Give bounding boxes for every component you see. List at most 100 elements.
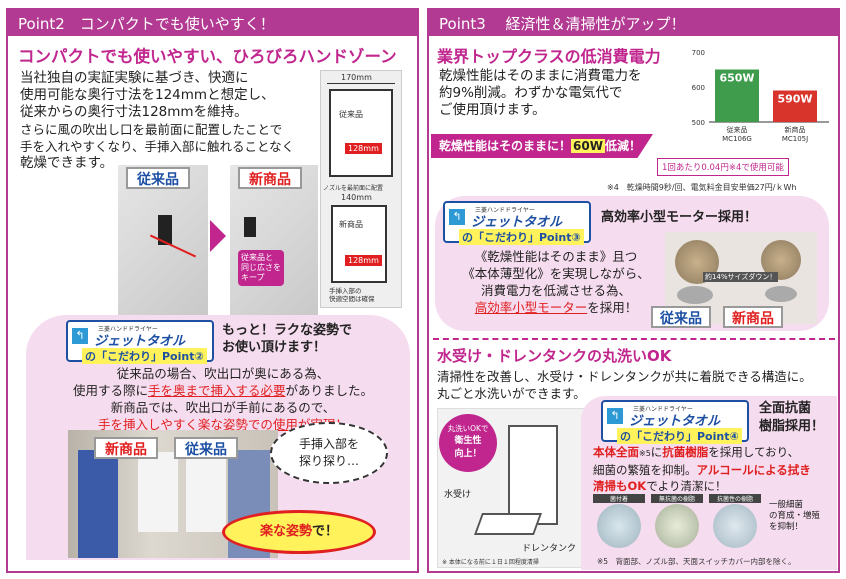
dryer-unit bbox=[138, 452, 178, 532]
wash-title: 水受け・ドレンタンクの丸洗いOK bbox=[437, 347, 672, 365]
point3-panel: Point3 経済性＆清掃性がアップ！ 業界トップクラスの低消費電力 乾燥性能は… bbox=[427, 8, 840, 573]
petri-dish-image bbox=[655, 504, 699, 548]
point3-header: Point3 経済性＆清掃性がアップ！ bbox=[429, 10, 838, 36]
old-product-photo bbox=[118, 165, 208, 315]
posture-burst: 楽な姿勢で！ bbox=[222, 510, 376, 554]
new-product-label: 新商品 bbox=[238, 167, 302, 189]
antibacterial-body: 本体全面※5に抗菌樹脂を採用しており、 細菌の繁殖を抑制。アルコールによる拭き … bbox=[593, 445, 811, 493]
dryer-unit bbox=[186, 452, 226, 532]
body-line: さらに風の吹出し口を最前面に配置したことで bbox=[20, 122, 283, 137]
footnote-5: ※5 背面部、ノズル部、天面スイッチカバー内部を除く。 bbox=[597, 557, 796, 566]
dimension-diagram: 170mm 従来品 128mm ノズルを最前面に配置 140mm 新商品 128… bbox=[320, 70, 402, 308]
water-tray bbox=[473, 513, 543, 535]
depth-new-tag: 128mm bbox=[345, 255, 382, 266]
wash-caption: ※ 本体になる前に１日１回程度清掃 bbox=[442, 559, 539, 566]
wash-part2-label: ドレンタンク bbox=[522, 544, 577, 554]
bar-value-label: 650W bbox=[719, 72, 754, 85]
space-note: 手挿入部の 快適空間は確保 bbox=[329, 287, 375, 303]
wash-body: 清掃性を改善し、水受け・ドレンタンクが共に着脱できる構造に。 丸ごと水洗いができ… bbox=[437, 369, 812, 401]
same-width-note: 従来品と 同じ広さを キープ bbox=[238, 250, 284, 286]
new-unit-box bbox=[331, 205, 387, 283]
old-unit-box bbox=[329, 89, 393, 177]
petri-dish-image bbox=[713, 504, 757, 548]
size-down-note: 約14%サイズダウン！ bbox=[703, 272, 779, 282]
brand-icon: ↰ bbox=[72, 328, 88, 344]
usage-photo bbox=[68, 430, 278, 558]
person-figure bbox=[78, 450, 118, 558]
body-line: 乾燥できます。 bbox=[20, 155, 114, 171]
new-product-photo bbox=[230, 165, 318, 315]
section-divider bbox=[433, 338, 835, 340]
posture-body: 従来品の場合、吹出口が奥にある為、 使用する際に手を奥まで挿入する必要がありまし… bbox=[72, 366, 374, 432]
air-outlet bbox=[158, 215, 172, 245]
bar bbox=[715, 69, 759, 122]
point2-header: Point2 コンパクトでも使いやすく！ bbox=[8, 10, 417, 36]
dish-label: 無抗菌の樹脂 bbox=[651, 494, 703, 503]
body-line: 手を入れやすくなり、手挿入部に触れることなく bbox=[20, 139, 295, 154]
body-line: 使用可能な奥行寸法を124mmと想定し、 bbox=[20, 87, 275, 103]
petri-dish-row: 菌付着 無抗菌の樹脂 抗菌性の樹脂 bbox=[593, 494, 763, 554]
badge-brand: ジェットタオル bbox=[94, 334, 186, 349]
motor-old-label: 従来品 bbox=[651, 306, 711, 328]
width-top-label: 170mm bbox=[341, 73, 372, 82]
y-tick-label: 500 bbox=[692, 119, 705, 127]
point2-title: コンパクトでも使いやすい、ひろびろハンドゾーン bbox=[18, 47, 397, 66]
motor-photo: 約14%サイズダウン！ bbox=[665, 232, 817, 324]
old-unit-label: 従来品 bbox=[339, 110, 363, 119]
badge-point: の「こだわり」Point③ bbox=[459, 229, 584, 245]
photo-old-label: 従来品 bbox=[174, 437, 238, 459]
new-unit-label: 新商品 bbox=[339, 220, 363, 229]
y-tick-label: 700 bbox=[692, 49, 705, 57]
motor-old-image bbox=[677, 286, 713, 304]
depth-old-tag: 128mm bbox=[345, 143, 382, 154]
dish-note: 一般細菌 の育成・増殖 を抑制！ bbox=[769, 500, 821, 532]
brand-icon: ↰ bbox=[607, 408, 623, 424]
width-top-arrow bbox=[327, 83, 395, 84]
motor-body: 《乾燥性能はそのまま》且つ 《本体薄型化》を実現しながら、 消費電力を低減させる… bbox=[462, 249, 650, 315]
antibacterial-title: 全面抗菌 樹脂採用！ bbox=[759, 401, 825, 434]
dish-label: 抗菌性の樹脂 bbox=[709, 494, 761, 503]
motor-new-image bbox=[765, 286, 797, 302]
category-label: 従来品 bbox=[727, 125, 748, 134]
category-label: 新商品 bbox=[785, 125, 806, 134]
wash-part1-label: 水受け bbox=[444, 490, 472, 500]
jet-towel-badge-3: ↰ 三菱ハンドドライヤー ジェットタオル の「こだわり」Point③ bbox=[443, 201, 591, 245]
bar-value-label: 590W bbox=[777, 93, 812, 106]
thought-bubble: 手挿入部を 探り探り… bbox=[270, 422, 388, 484]
badge-brand: ジェットタオル bbox=[471, 215, 563, 230]
width-bottom-label: 140mm bbox=[341, 193, 372, 202]
category-label: MC105J bbox=[782, 135, 808, 143]
dryer-outline bbox=[508, 425, 558, 525]
category-label: MC106G bbox=[722, 135, 752, 143]
point2-body: 当社独自の実証実験に基づき、快適に 使用可能な奥行寸法を124mmと想定し、 従… bbox=[20, 70, 325, 172]
cost-note: 1回あたり0.04円※4で使用可能 bbox=[657, 158, 789, 176]
transition-arrow bbox=[210, 220, 226, 252]
body-line: 従来からの奥行寸法128mmを維持。 bbox=[20, 104, 248, 120]
point3-body: 乾燥性能はそのままに消費電力を 約9%削減。わずかな電気代で ご使用頂けます。 bbox=[439, 68, 642, 118]
badge-maker: 三菱ハンドドライヤー bbox=[633, 406, 693, 413]
dish-label: 菌付着 bbox=[593, 494, 645, 503]
wash-bubble: 丸洗いOKで 衛生性 向上！ bbox=[439, 414, 497, 472]
jet-towel-badge-4: ↰ 三菱ハンドドライヤー ジェットタオル の「こだわり」Point④ bbox=[601, 400, 749, 444]
bar bbox=[773, 90, 817, 122]
brand-icon: ↰ bbox=[449, 209, 465, 225]
photo-new-label: 新商品 bbox=[94, 437, 158, 459]
old-product-label: 従来品 bbox=[126, 167, 190, 189]
arrow-icon bbox=[149, 234, 197, 258]
badge-point: の「こだわり」Point② bbox=[82, 348, 207, 364]
jet-towel-badge-2: ↰ 三菱ハンドドライヤー ジェットタオル の「こだわり」Point② bbox=[66, 320, 214, 364]
body-line: 当社独自の実証実験に基づき、快適に bbox=[20, 70, 249, 86]
point3-title: 業界トップクラスの低消費電力 bbox=[437, 47, 661, 66]
footnote-4: ※4 乾燥時間9秒/回、電気料金目安単価27円/ｋWh bbox=[607, 183, 797, 192]
y-tick-label: 600 bbox=[692, 84, 705, 92]
motor-new-label: 新商品 bbox=[723, 306, 783, 328]
motor-title: 高効率小型モーター採用！ bbox=[601, 210, 758, 225]
point2-panel: Point2 コンパクトでも使いやすく！ コンパクトでも使いやすい、ひろびろハン… bbox=[6, 8, 419, 573]
badge-brand: ジェットタオル bbox=[629, 414, 721, 429]
badge-maker: 三菱ハンドドライヤー bbox=[98, 326, 158, 333]
air-outlet bbox=[244, 217, 256, 237]
badge-maker: 三菱ハンドドライヤー bbox=[475, 207, 535, 214]
posture-title: もっと！ラクな姿勢で お使い頂けます！ bbox=[222, 323, 353, 355]
